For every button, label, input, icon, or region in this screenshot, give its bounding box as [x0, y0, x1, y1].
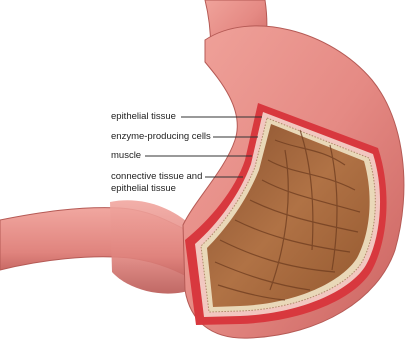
label-epithelial-tissue: epithelial tissue [111, 111, 176, 122]
label-enzyme-producing-cells: enzyme-producing cells [111, 131, 211, 142]
label-connective-tissue-line2: epithelial tissue [111, 183, 176, 194]
duodenum-bulge [110, 200, 196, 293]
label-muscle: muscle [111, 150, 141, 161]
label-connective-tissue-line1: connective tissue and [111, 171, 202, 182]
